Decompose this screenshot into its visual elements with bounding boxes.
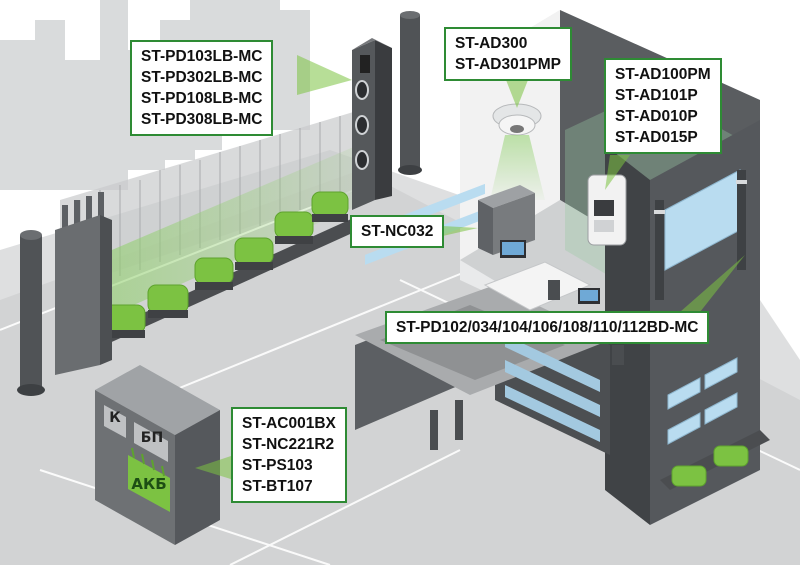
label-line: ST-AD100PM <box>615 66 711 83</box>
cabinet-unit-akb: АКБ <box>131 475 167 493</box>
label-control-panel: ST-NC032 <box>350 215 445 248</box>
reader-column <box>352 38 392 210</box>
label-line: ST-AD010P <box>615 108 698 125</box>
power-cabinet <box>95 365 220 545</box>
label-line: ST-NC032 <box>361 223 434 240</box>
hedge-planters <box>95 191 370 345</box>
label-line: ST-PD102/034/104/106/108/110/112BD-MC <box>396 319 699 336</box>
cabinet-unit-bp: БП <box>140 430 164 446</box>
label-line: ST-PD308LB-MC <box>141 111 263 128</box>
label-line: ST-AD300 <box>455 35 528 52</box>
label-line: ST-AC001BX <box>242 415 336 432</box>
label-wall-detectors: ST-AD100PM ST-AD101P ST-AD010P ST-AD015P <box>604 58 722 154</box>
label-line: ST-BT107 <box>242 478 313 495</box>
label-line: ST-PD108LB-MC <box>141 90 263 107</box>
callout-connectors <box>195 55 745 480</box>
label-power-cabinet: ST-AC001BX ST-NC221R2 ST-PS103 ST-BT107 <box>231 407 347 503</box>
label-line: ST-PS103 <box>242 457 313 474</box>
workstations <box>483 240 624 365</box>
label-line: ST-AD015P <box>615 129 698 146</box>
label-line: ST-PD103LB-MC <box>141 48 263 65</box>
label-line: ST-PD302LB-MC <box>141 69 263 86</box>
label-line: ST-AD301PMP <box>455 56 561 73</box>
label-line: ST-NC221R2 <box>242 436 335 453</box>
ceiling-detector <box>490 103 545 200</box>
wall-detector <box>587 174 627 246</box>
label-perimeter-beams: ST-PD102/034/104/106/108/110/112BD-MC <box>385 311 710 344</box>
pole <box>17 11 422 396</box>
label-ceiling-detectors: ST-AD300 ST-AD301PMP <box>444 27 572 81</box>
label-gate-readers: ST-PD103LB-MC ST-PD302LB-MC ST-PD108LB-M… <box>130 40 274 136</box>
cabinet-unit-k: К <box>109 410 121 426</box>
label-line: ST-AD101P <box>615 87 698 104</box>
beam-tower <box>654 170 747 300</box>
